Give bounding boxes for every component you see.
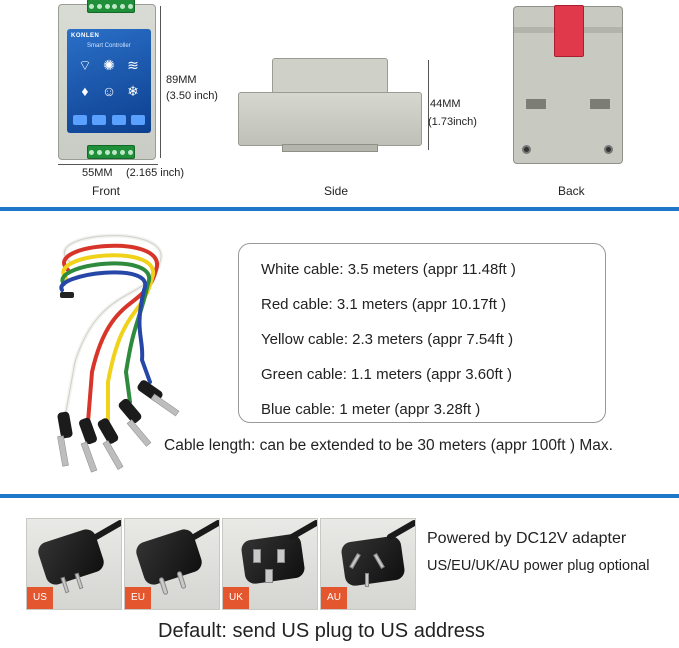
side-view-device bbox=[238, 58, 422, 152]
side-caption: Side bbox=[324, 184, 349, 198]
front-view-device: KONLEN Smart Controller ⌔ ✺ ≋ ♦ ☺ ❄ bbox=[58, 0, 156, 160]
plug-card-au: AU bbox=[320, 518, 416, 610]
snowflake-icon: ❄ bbox=[127, 83, 139, 99]
device-label: Smart Controller bbox=[87, 43, 131, 49]
blue-cable-length: Blue cable: 1 meter (appr 3.28ft ) bbox=[261, 401, 481, 418]
controller-screen: KONLEN Smart Controller ⌔ ✺ ≋ ♦ ☺ ❄ bbox=[67, 29, 151, 133]
screen-button-row bbox=[73, 115, 145, 125]
width-inch: (2.165 inch) bbox=[126, 167, 185, 179]
plug-label-eu: EU bbox=[125, 587, 151, 609]
wifi-icon: ⌔ bbox=[78, 57, 92, 73]
cable-length-box: White cable: 3.5 meters (appr 11.48ft ) … bbox=[238, 243, 606, 423]
water-drop-icon: ♦ bbox=[81, 83, 89, 99]
plug-label-uk: UK bbox=[223, 587, 249, 609]
height-mm: 89MM bbox=[166, 74, 197, 86]
plug-card-us: US bbox=[26, 518, 122, 610]
plug-label-us: US bbox=[27, 587, 53, 609]
depth-inch: (1.73inch) bbox=[428, 116, 477, 128]
bottom-terminal-block bbox=[87, 145, 135, 159]
red-cable-length: Red cable: 3.1 meters (appr 10.17ft ) bbox=[261, 296, 507, 313]
sun-icon: ✺ bbox=[103, 57, 115, 73]
person-icon: ☺ bbox=[101, 83, 117, 99]
height-inch: (3.50 inch) bbox=[166, 90, 218, 102]
power-subtitle: US/EU/UK/AU power plug optional bbox=[427, 558, 650, 574]
din-rail-clip bbox=[554, 5, 584, 57]
device-brand: KONLEN bbox=[71, 33, 100, 39]
yellow-cable-length: Yellow cable: 2.3 meters (appr 7.54ft ) bbox=[261, 331, 514, 348]
section-divider-top bbox=[0, 207, 679, 211]
section-divider-bottom bbox=[0, 494, 679, 498]
width-mm: 55MM bbox=[82, 167, 113, 179]
plug-card-uk: UK bbox=[222, 518, 318, 610]
back-caption: Back bbox=[558, 184, 585, 198]
default-plug-note: Default: send US plug to US address bbox=[158, 620, 485, 642]
power-title: Powered by DC12V adapter bbox=[427, 530, 627, 547]
plug-card-eu: EU bbox=[124, 518, 220, 610]
green-cable-length: Green cable: 1.1 meters (appr 3.60ft ) bbox=[261, 366, 512, 383]
depth-dimension-line bbox=[428, 60, 429, 150]
height-dimension-line bbox=[160, 6, 161, 158]
sensor-cables-image bbox=[57, 233, 180, 473]
width-dimension-line bbox=[58, 164, 158, 165]
depth-mm: 44MM bbox=[430, 98, 461, 110]
cable-extension-note: Cable length: can be extended to be 30 m… bbox=[164, 437, 613, 454]
white-cable-length: White cable: 3.5 meters (appr 11.48ft ) bbox=[261, 261, 516, 278]
waves-icon: ≋ bbox=[127, 57, 139, 73]
plug-label-au: AU bbox=[321, 587, 347, 609]
top-terminal-block bbox=[87, 0, 135, 13]
front-caption: Front bbox=[92, 184, 121, 198]
back-view-device bbox=[513, 5, 623, 164]
screen-icon-grid: ⌔ ✺ ≋ ♦ ☺ ❄ bbox=[73, 57, 145, 99]
